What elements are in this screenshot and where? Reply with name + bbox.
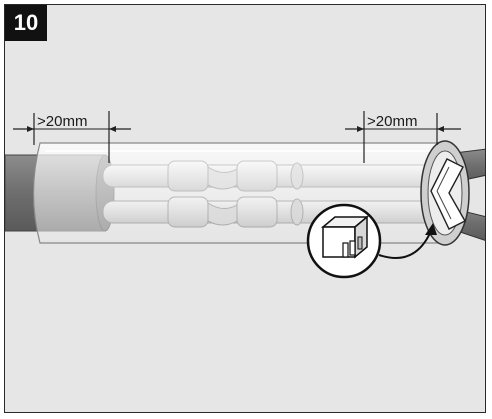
- heat-shrink-tube: [32, 142, 446, 244]
- step-number-badge: 10: [5, 5, 47, 41]
- arrow-head: [425, 223, 437, 235]
- wire-connector-icon: [306, 203, 382, 279]
- end-cap: [420, 140, 470, 246]
- right-dimension-label: >20mm: [367, 113, 417, 130]
- left-dimension: [13, 111, 131, 163]
- left-dimension-label: >20mm: [37, 113, 87, 130]
- arrow-icon: [378, 230, 432, 259]
- right-dimension: [345, 111, 461, 163]
- figure-panel: >20mm >20mm 10: [4, 4, 486, 413]
- cable-splice-illustration: >20mm >20mm: [5, 111, 485, 279]
